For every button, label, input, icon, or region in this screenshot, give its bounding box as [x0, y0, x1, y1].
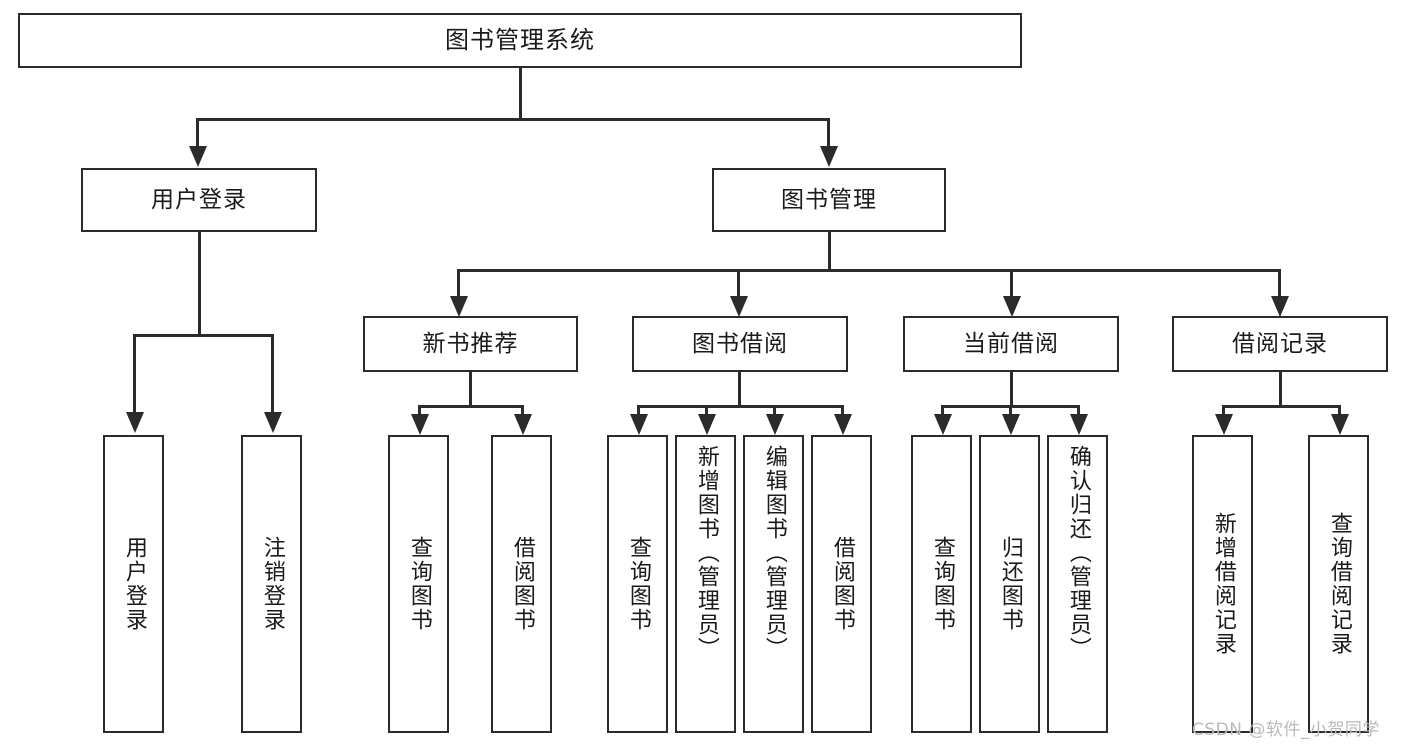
- node-user-login[interactable]: 用户登录: [81, 168, 317, 232]
- node-label: 新书推荐: [422, 330, 519, 357]
- connector-bm-to-new-book-recommend: [457, 269, 460, 299]
- connector-nbr-leaf-2: [521, 405, 524, 419]
- arrow-bb-leaf-4-icon: [834, 414, 852, 435]
- connector-nbr-leaf-1: [418, 405, 421, 419]
- leaf-label: 借阅图书: [829, 536, 855, 632]
- node-label: 图书借阅: [692, 330, 788, 357]
- connector-bb-leaf-1: [637, 405, 640, 419]
- arrow-user-login-leaf-2-icon: [264, 412, 282, 433]
- connector-book-borrow-stem: [738, 372, 741, 407]
- leaf-current-borrow-1[interactable]: 查询图书: [911, 435, 972, 733]
- leaf-label: 借阅图书: [509, 536, 535, 632]
- leaf-label: 查询图书: [406, 536, 432, 632]
- arrow-br-leaf-1-icon: [1215, 414, 1233, 435]
- leaf-user-login-2[interactable]: 注销登录: [241, 435, 302, 733]
- connector-root-to-book-management: [827, 118, 830, 148]
- node-new-book-recommend[interactable]: 新书推荐: [363, 316, 578, 372]
- connector-book-management-stem: [828, 232, 831, 272]
- node-label: 图书管理: [781, 186, 877, 213]
- arrow-bm-new-book-recommend-icon: [450, 296, 468, 317]
- leaf-label: 新增借阅记录: [1210, 512, 1236, 656]
- arrow-bm-book-borrow-icon: [730, 296, 748, 317]
- leaf-user-login-1[interactable]: 用户登录: [103, 435, 164, 733]
- node-book-borrow[interactable]: 图书借阅: [632, 316, 848, 372]
- node-root-book-management-system[interactable]: 图书管理系统: [18, 13, 1022, 68]
- leaf-book-borrow-3[interactable]: 编辑图书（管理员）: [743, 435, 804, 733]
- leaf-current-borrow-3[interactable]: 确认归还（管理员）: [1047, 435, 1108, 733]
- node-current-borrow[interactable]: 当前借阅: [903, 316, 1119, 372]
- connector-bb-leaf-3: [773, 405, 776, 419]
- connector-bm-to-book-borrow: [737, 269, 740, 299]
- connector-user-login-to-leaf-1: [133, 334, 136, 414]
- connector-borrow-record-bus: [1222, 405, 1341, 408]
- leaf-label: 查询图书: [625, 536, 651, 632]
- leaf-borrow-record-2[interactable]: 查询借阅记录: [1308, 435, 1369, 733]
- connector-bb-leaf-4: [841, 405, 844, 419]
- connector-root-bus: [196, 118, 830, 121]
- arrow-bm-current-borrow-icon: [1003, 296, 1021, 317]
- node-label: 当前借阅: [963, 330, 1059, 357]
- leaf-label: 新增图书（管理员）: [693, 445, 719, 661]
- node-borrow-record[interactable]: 借阅记录: [1172, 316, 1388, 372]
- connector-cb-leaf-1: [941, 405, 944, 419]
- connector-book-management-bus: [457, 269, 1281, 272]
- leaf-label: 确认归还（管理员）: [1065, 445, 1091, 661]
- connector-root-stem: [519, 68, 522, 120]
- connector-user-login-stem: [198, 232, 201, 336]
- connector-root-to-user-login: [196, 118, 199, 148]
- leaf-label: 用户登录: [121, 536, 147, 632]
- arrow-root-to-user-login-icon: [189, 146, 207, 167]
- arrow-nbr-leaf-1-icon: [411, 414, 429, 435]
- leaf-label: 归还图书: [997, 536, 1023, 632]
- leaf-label: 注销登录: [259, 536, 285, 632]
- leaf-borrow-record-1[interactable]: 新增借阅记录: [1192, 435, 1253, 733]
- connector-book-borrow-bus: [637, 405, 844, 408]
- arrow-root-to-book-management-icon: [820, 146, 838, 167]
- node-book-management[interactable]: 图书管理: [712, 168, 946, 232]
- leaf-label: 查询借阅记录: [1326, 512, 1352, 656]
- connector-new-book-recommend-bus: [418, 405, 524, 408]
- leaf-new-book-recommend-1[interactable]: 查询图书: [388, 435, 449, 733]
- node-label: 用户登录: [151, 186, 247, 213]
- connector-user-login-bus: [133, 334, 274, 337]
- node-label: 借阅记录: [1232, 330, 1328, 357]
- arrow-bm-borrow-record-icon: [1271, 296, 1289, 317]
- arrow-bb-leaf-3-icon: [766, 414, 784, 435]
- connector-br-leaf-1: [1222, 405, 1225, 419]
- arrow-br-leaf-2-icon: [1331, 414, 1349, 435]
- arrow-cb-leaf-3-icon: [1070, 414, 1088, 435]
- leaf-book-borrow-2[interactable]: 新增图书（管理员）: [675, 435, 736, 733]
- arrow-bb-leaf-2-icon: [698, 414, 716, 435]
- connector-cb-leaf-2: [1009, 405, 1012, 419]
- arrow-user-login-leaf-1-icon: [126, 412, 144, 433]
- leaf-label: 编辑图书（管理员）: [761, 445, 787, 661]
- connector-bm-to-current-borrow: [1010, 269, 1013, 299]
- leaf-label: 查询图书: [929, 536, 955, 632]
- leaf-book-borrow-1[interactable]: 查询图书: [607, 435, 668, 733]
- arrow-nbr-leaf-2-icon: [514, 414, 532, 435]
- arrow-cb-leaf-1-icon: [934, 414, 952, 435]
- connector-cb-leaf-3: [1077, 405, 1080, 419]
- csdn-watermark: CSDN @软件_小贺同学: [1192, 720, 1380, 740]
- leaf-book-borrow-4[interactable]: 借阅图书: [811, 435, 872, 733]
- connector-user-login-to-leaf-2: [271, 334, 274, 414]
- connector-new-book-recommend-stem: [469, 372, 472, 407]
- connector-bm-to-borrow-record: [1278, 269, 1281, 299]
- connector-bb-leaf-2: [705, 405, 708, 419]
- connector-current-borrow-stem: [1010, 372, 1013, 407]
- node-label: 图书管理系统: [445, 25, 595, 54]
- leaf-new-book-recommend-2[interactable]: 借阅图书: [491, 435, 552, 733]
- arrow-cb-leaf-2-icon: [1002, 414, 1020, 435]
- leaf-current-borrow-2[interactable]: 归还图书: [979, 435, 1040, 733]
- connector-br-leaf-2: [1338, 405, 1341, 419]
- arrow-bb-leaf-1-icon: [630, 414, 648, 435]
- connector-borrow-record-stem: [1279, 372, 1282, 407]
